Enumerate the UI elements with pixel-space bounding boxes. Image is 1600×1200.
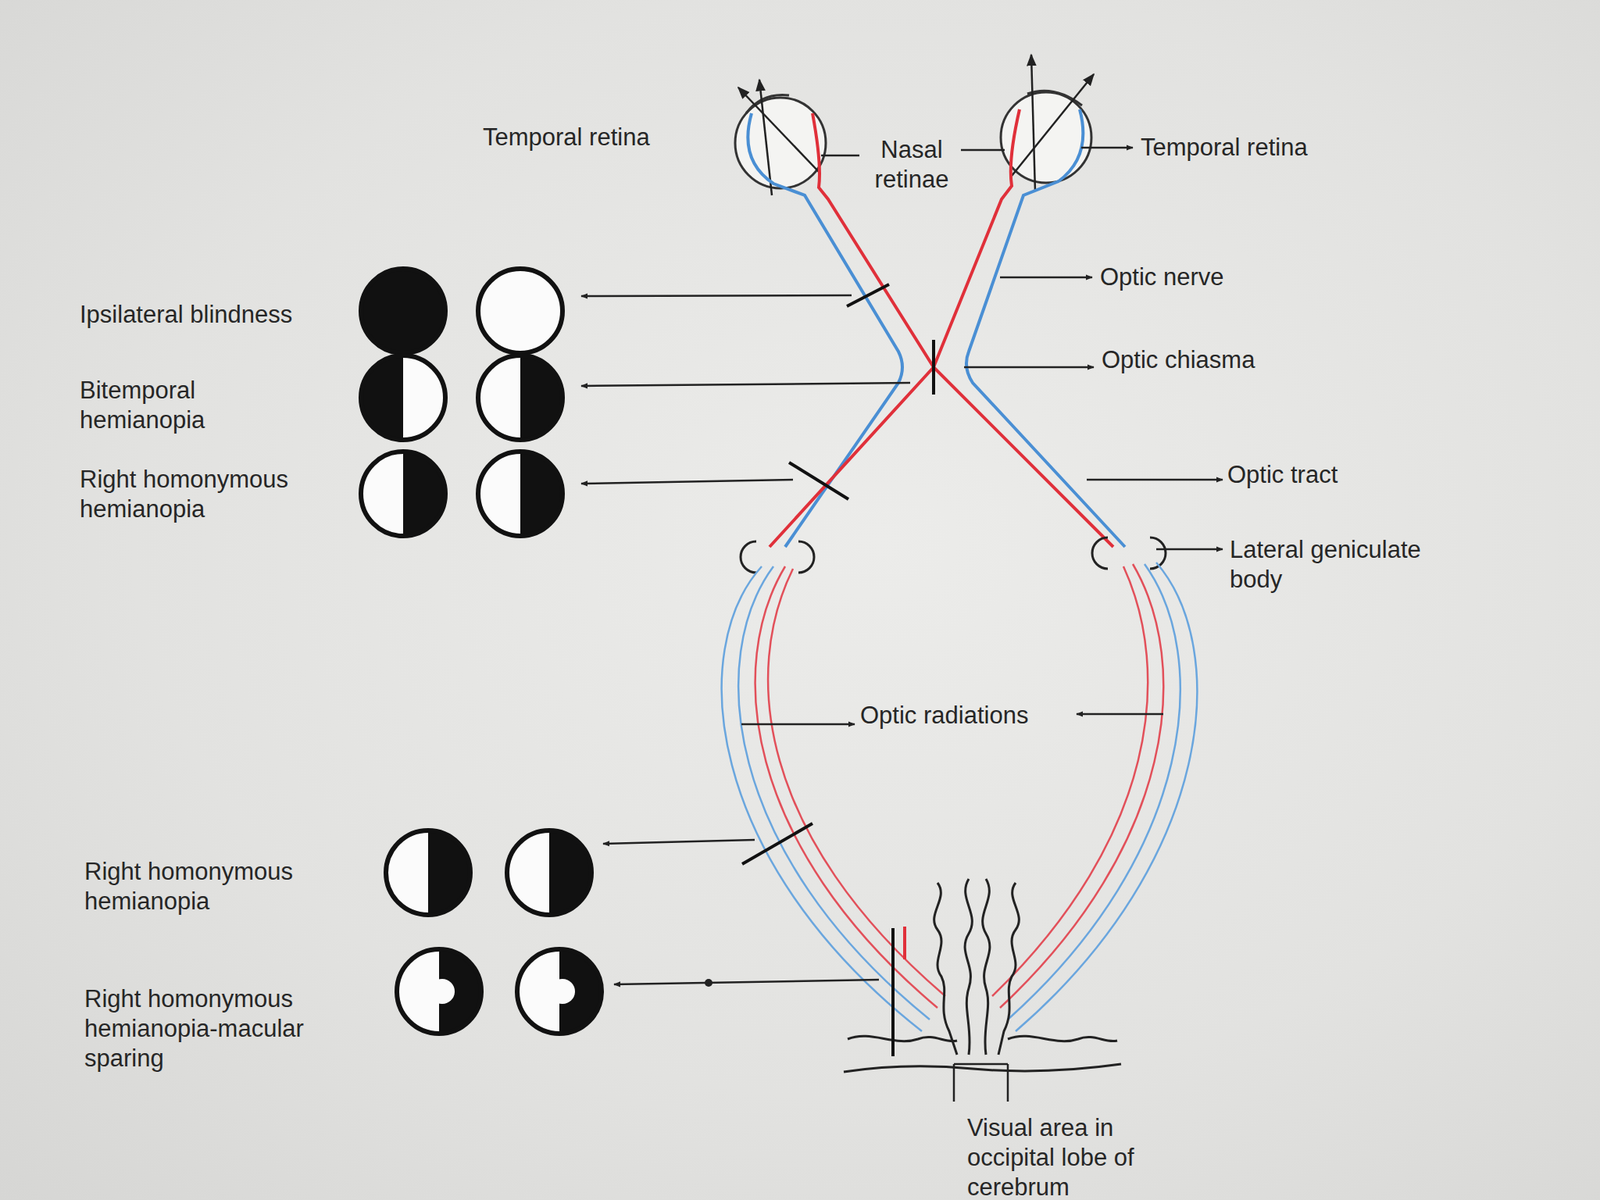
structure-label: Visual area in occipital lobe of cerebru… — [967, 1113, 1143, 1200]
leader-dot — [704, 978, 713, 987]
lesion-mark — [846, 284, 890, 307]
radiation-fibre — [1015, 562, 1197, 1032]
structure-label: Optic nerve — [1100, 262, 1335, 293]
visual-field-circle — [478, 268, 563, 354]
cortex-outline — [964, 878, 972, 1055]
visual-field-circle — [517, 949, 602, 1034]
cortex-outline — [843, 1064, 1122, 1072]
leader-arrow — [1076, 713, 1164, 716]
lesion-mark — [789, 462, 849, 500]
visual-field-circle — [360, 451, 446, 536]
leader-arrow — [581, 295, 852, 297]
light-ray-arrow — [738, 87, 821, 174]
structure-label: Lateral geniculate body — [1229, 535, 1425, 595]
leader-arrow — [1086, 478, 1223, 482]
lens-outline — [746, 94, 790, 114]
lesion-mark — [932, 339, 936, 395]
field-defect-fill — [428, 830, 471, 915]
cortex-outline — [998, 882, 1019, 1055]
lesion-mark — [903, 926, 907, 960]
lesion-mark — [891, 928, 895, 1057]
radiation-fibre — [738, 566, 930, 1020]
macular-sparing — [550, 978, 575, 1004]
geniculate-outline — [1092, 537, 1108, 569]
defect-label: Bitemporal hemianopia — [79, 375, 252, 436]
macular-sparing — [429, 978, 455, 1004]
visual-field-circle — [360, 451, 446, 536]
nasal-fibre — [812, 113, 1114, 547]
lesion-mark — [742, 823, 813, 865]
visual-field-circle — [360, 268, 446, 354]
visual-field-circle — [385, 830, 471, 915]
leader-line — [821, 154, 860, 158]
radiation-fibre — [755, 566, 938, 1008]
leader-arrow — [741, 723, 855, 726]
defect-label: Right homonymous hemianopia — [84, 857, 350, 917]
leader-arrow — [581, 382, 911, 386]
structure-label: Temporal retina — [1140, 132, 1375, 163]
field-defect-fill — [360, 268, 446, 354]
structure-label: Temporal retina — [482, 122, 718, 153]
bracket-line — [953, 1064, 1008, 1102]
field-defect-fill — [520, 355, 563, 440]
visual-field-circle — [517, 949, 602, 1034]
light-ray-arrow — [1031, 54, 1036, 192]
visual-field-circle — [396, 949, 482, 1034]
visual-field-circle — [478, 355, 563, 440]
field-defect-fill — [549, 830, 592, 915]
visual-field-circle — [396, 949, 482, 1034]
visual-field-circle — [507, 830, 592, 915]
field-defect-fill — [520, 451, 563, 536]
leader-arrow — [614, 979, 879, 985]
cortex-outline — [847, 1035, 958, 1041]
visual-field-circle — [478, 355, 563, 440]
visual-field-circle — [478, 451, 563, 536]
radiation-fibre — [767, 568, 946, 997]
visual-field-circle — [360, 355, 446, 440]
leader-line — [960, 149, 1005, 152]
leader-arrow — [1156, 548, 1223, 551]
defect-label: Right homonymous hemianopia — [79, 464, 346, 525]
geniculate-outline — [740, 541, 757, 573]
visual-field-circle — [478, 451, 563, 536]
leader-arrow — [964, 366, 1094, 369]
visual-field-circle — [507, 830, 592, 915]
geniculate-outline — [798, 541, 815, 573]
defect-label: Ipsilateral blindness — [79, 300, 361, 330]
leader-arrow — [1000, 276, 1093, 279]
nasal-fibre — [769, 109, 1020, 547]
leader-arrow — [1081, 146, 1133, 150]
radiation-fibre — [1000, 564, 1164, 1008]
visual-field-circle — [385, 830, 471, 915]
cortex-outline — [1007, 1035, 1118, 1041]
defect-label: Right homonymous hemianopia-macular spar… — [84, 984, 350, 1073]
visual-field-circle — [360, 355, 446, 440]
structure-label: Optic tract — [1227, 460, 1462, 490]
leader-arrow — [581, 479, 793, 484]
cortex-outline — [982, 878, 990, 1055]
field-defect-fill — [403, 451, 446, 536]
structure-label: Optic chiasma — [1101, 345, 1336, 375]
leader-arrow — [603, 839, 755, 844]
field-defect-fill — [360, 355, 404, 440]
temporal-fibre — [966, 109, 1125, 547]
structure-label: Optic radiations — [860, 700, 1079, 731]
structure-label: Nasal retinae — [860, 135, 963, 195]
cortex-outline — [934, 882, 958, 1055]
